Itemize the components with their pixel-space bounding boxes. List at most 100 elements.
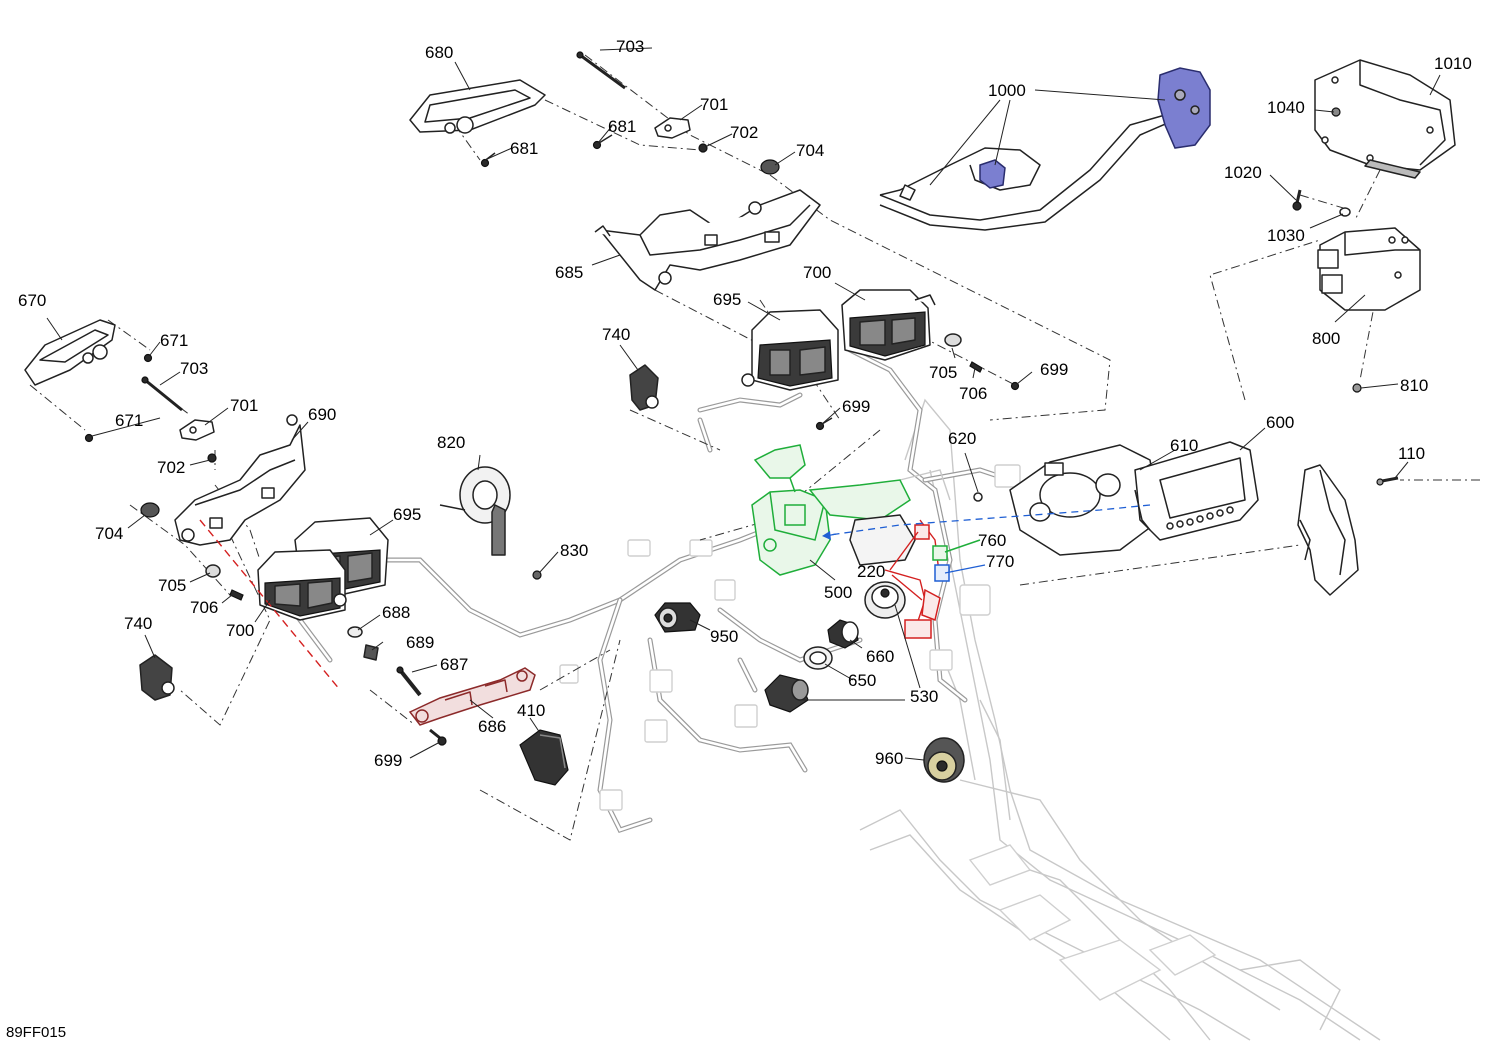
- callout-681-right: 681: [608, 117, 636, 136]
- callout-1020: 1020: [1224, 163, 1262, 182]
- callout-688: 688: [382, 603, 410, 622]
- part-220: [884, 519, 941, 639]
- callout-701-left: 701: [230, 396, 258, 415]
- screw-681-top: [480, 152, 496, 168]
- callout-500: 500: [824, 583, 852, 602]
- callout-740-left: 740: [124, 614, 152, 633]
- part-110-bracket: [1297, 464, 1359, 596]
- callout-410: 410: [517, 701, 545, 720]
- callout-699-mid: 699: [842, 397, 870, 416]
- callout-670: 670: [18, 291, 46, 310]
- part-660: [827, 619, 859, 649]
- part-600: [1134, 441, 1259, 541]
- part-410: [519, 729, 569, 786]
- part-1010: [1314, 59, 1456, 179]
- part-740-top: [629, 364, 659, 411]
- washer-705-top: [944, 333, 962, 347]
- callout-810: 810: [1400, 376, 1428, 395]
- screw-110: [1376, 476, 1399, 486]
- callout-760: 760: [978, 531, 1006, 550]
- screw-699-mid: [815, 417, 833, 431]
- drawing-id: 89FF015: [6, 1024, 66, 1041]
- callout-830: 830: [560, 541, 588, 560]
- callout-705-left: 705: [158, 576, 186, 595]
- part-700-top: [841, 289, 936, 361]
- callout-671-top: 671: [160, 331, 188, 350]
- part-800: [1317, 227, 1421, 311]
- part-700-left: [257, 549, 347, 621]
- callout-687: 687: [440, 655, 468, 674]
- screw-681-right: [592, 134, 613, 150]
- callout-820: 820: [437, 433, 465, 452]
- callout-530: 530: [910, 687, 938, 706]
- part-650: [803, 646, 833, 670]
- screw-671-bottom: [84, 433, 94, 443]
- washer-705-left: [205, 564, 221, 578]
- nut-704-top: [760, 159, 780, 175]
- callout-660: 660: [866, 647, 894, 666]
- callout-labels: 680 703 701 681 702 681 704 685 700 695 …: [18, 37, 1472, 770]
- screw-830: [532, 570, 542, 580]
- vehicle-frame: [859, 398, 1381, 1041]
- callout-1030: 1030: [1267, 226, 1305, 245]
- bolt-703-top: [576, 51, 626, 90]
- callout-686: 686: [478, 717, 506, 736]
- part-680: [409, 79, 546, 134]
- part-760: [932, 545, 948, 561]
- part-610: [1009, 444, 1161, 556]
- part-950: [654, 602, 701, 633]
- gauge-dots: [1166, 506, 1234, 530]
- callout-703-left: 703: [180, 359, 208, 378]
- callout-960: 960: [875, 749, 903, 768]
- callout-704-top: 704: [796, 141, 824, 160]
- bolt-1020: [1292, 189, 1302, 211]
- callout-695-top: 695: [713, 290, 741, 309]
- callout-695-left: 695: [393, 505, 421, 524]
- part-770: [934, 564, 950, 582]
- callout-220: 220: [857, 562, 885, 581]
- screw-810: [1352, 383, 1362, 393]
- part-740-left: [139, 654, 175, 701]
- callout-700-top: 700: [803, 263, 831, 282]
- callout-620: 620: [948, 429, 976, 448]
- bolt-703-left: [141, 376, 183, 412]
- callout-681-left: 681: [510, 139, 538, 158]
- callout-1010: 1010: [1434, 54, 1472, 73]
- part-650-switch: [764, 674, 809, 713]
- callout-701-top: 701: [700, 95, 728, 114]
- part-690: [174, 414, 306, 546]
- part-685: [594, 189, 821, 291]
- callout-705-top: 705: [929, 363, 957, 382]
- callout-610: 610: [1170, 436, 1198, 455]
- bracket-701-top: [654, 117, 691, 139]
- wiring-harness: [296, 347, 1021, 834]
- leader-lines: [46, 47, 1441, 761]
- nut-702-top: [698, 143, 708, 153]
- callout-740-top: 740: [602, 325, 630, 344]
- callout-1000: 1000: [988, 81, 1026, 100]
- screw-706-top: [969, 361, 983, 373]
- callout-699-left: 699: [374, 751, 402, 770]
- callout-702-left: 702: [157, 458, 185, 477]
- part-530: [864, 581, 906, 619]
- callout-110: 110: [1398, 444, 1425, 463]
- callout-1040: 1040: [1267, 98, 1305, 117]
- callout-650: 650: [848, 671, 876, 690]
- screw-620: [973, 492, 983, 502]
- callout-706-left: 706: [190, 598, 218, 617]
- callout-702-top: 702: [730, 123, 758, 142]
- callout-671-bottom: 671: [115, 411, 143, 430]
- bolt-687: [396, 666, 422, 697]
- callout-700-left: 700: [226, 621, 254, 640]
- callout-770: 770: [986, 552, 1014, 571]
- callout-703-top: 703: [616, 37, 644, 56]
- callout-689: 689: [406, 633, 434, 652]
- callout-699-top-right: 699: [1040, 360, 1068, 379]
- screw-699-top-right: [1010, 381, 1020, 391]
- callout-950: 950: [710, 627, 738, 646]
- part-1000: [879, 67, 1211, 231]
- callout-685: 685: [555, 263, 583, 282]
- callout-706-top: 706: [959, 384, 987, 403]
- part-695-top: [741, 309, 839, 391]
